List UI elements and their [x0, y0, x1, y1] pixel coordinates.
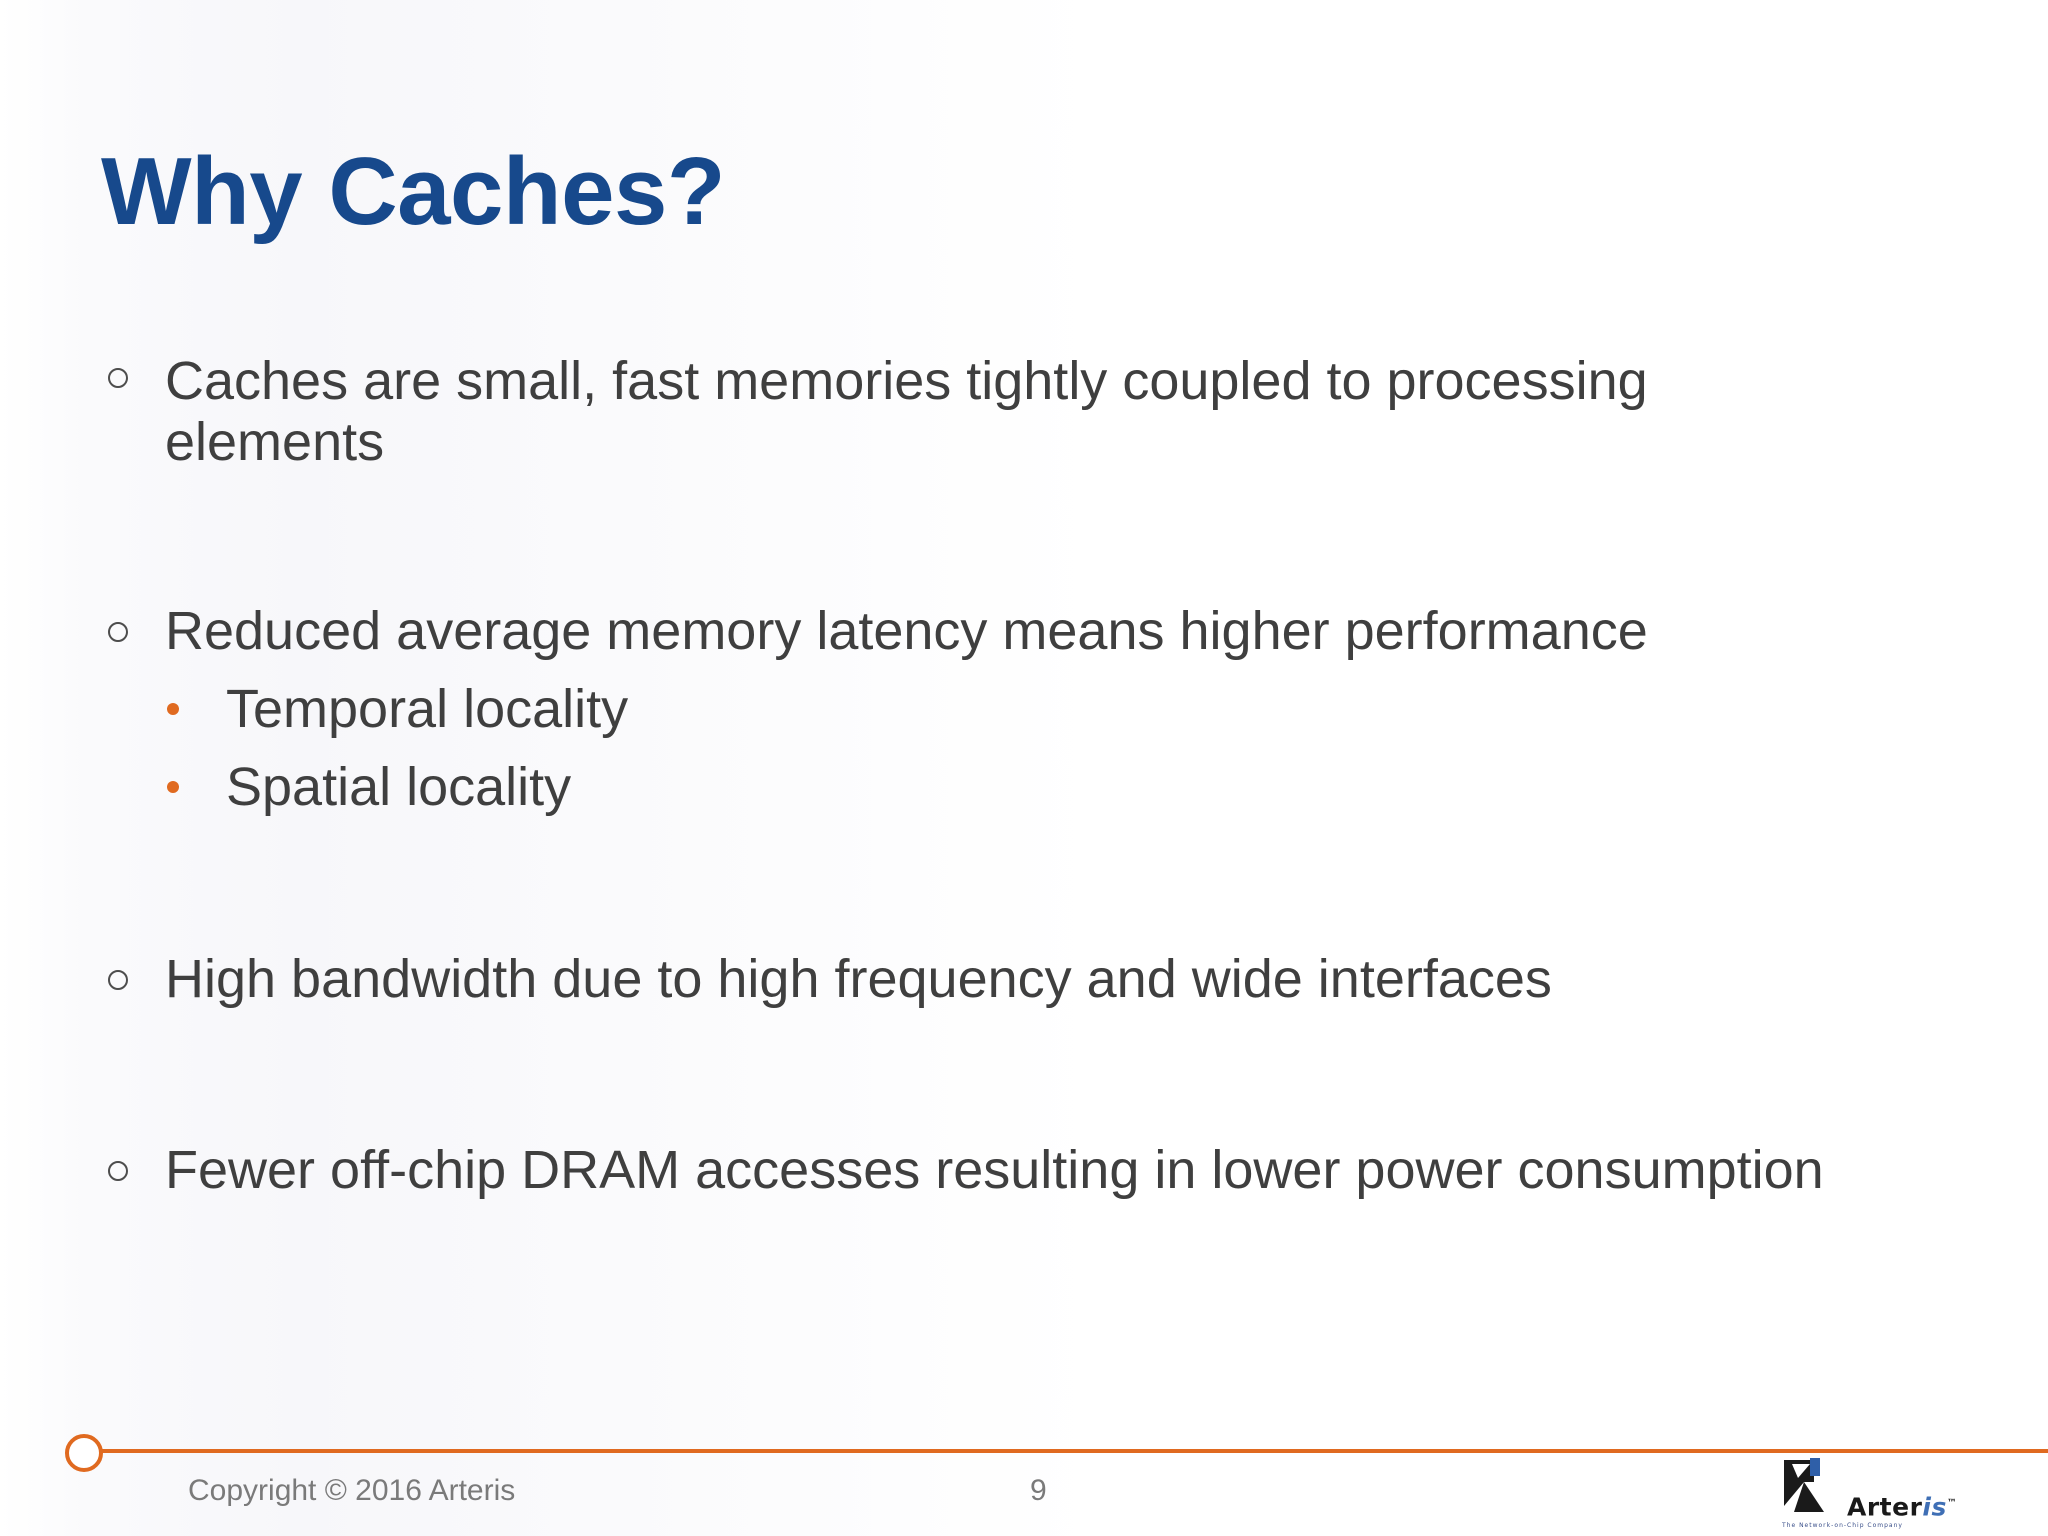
- logo-trademark: ™: [1946, 1498, 1958, 1509]
- bullet-text-line: Fewer off-chip DRAM accesses resulting i…: [165, 1140, 1824, 1200]
- arteris-logo: Arteris™ The Network-on-Chip Company: [1780, 1454, 1980, 1534]
- logo-wordmark: Arteris™: [1847, 1490, 1957, 1521]
- orange-dot-bullet-icon: [167, 781, 179, 793]
- hollow-circle-bullet-icon: [108, 368, 128, 388]
- bullet-text-line: elements: [165, 412, 385, 472]
- bullet-text-line: High bandwidth due to high frequency and…: [165, 949, 1552, 1009]
- page-number: 9: [1030, 1474, 1047, 1507]
- logo-name-accent: is: [1922, 1492, 1947, 1522]
- sub-bullet-text: Temporal locality: [226, 679, 629, 739]
- footer-ring-icon: [65, 1434, 103, 1472]
- sub-bullet-text: Spatial locality: [226, 757, 572, 817]
- arteris-logo-mark-icon: [1784, 1458, 1824, 1512]
- hollow-circle-bullet-icon: [108, 622, 128, 642]
- orange-dot-bullet-icon: [167, 703, 179, 715]
- hollow-circle-bullet-icon: [108, 1161, 128, 1181]
- bullet-text-line: Caches are small, fast memories tightly …: [165, 351, 1648, 411]
- copyright-text: Copyright © 2016 Arteris: [188, 1474, 516, 1507]
- footer-divider: [84, 1449, 2048, 1453]
- logo-tagline: The Network-on-Chip Company: [1782, 1522, 1903, 1529]
- bullet-text-line: Reduced average memory latency means hig…: [165, 601, 1648, 661]
- slide-title: Why Caches?: [101, 138, 725, 245]
- logo-name-main: Arter: [1847, 1492, 1923, 1522]
- hollow-circle-bullet-icon: [108, 970, 128, 990]
